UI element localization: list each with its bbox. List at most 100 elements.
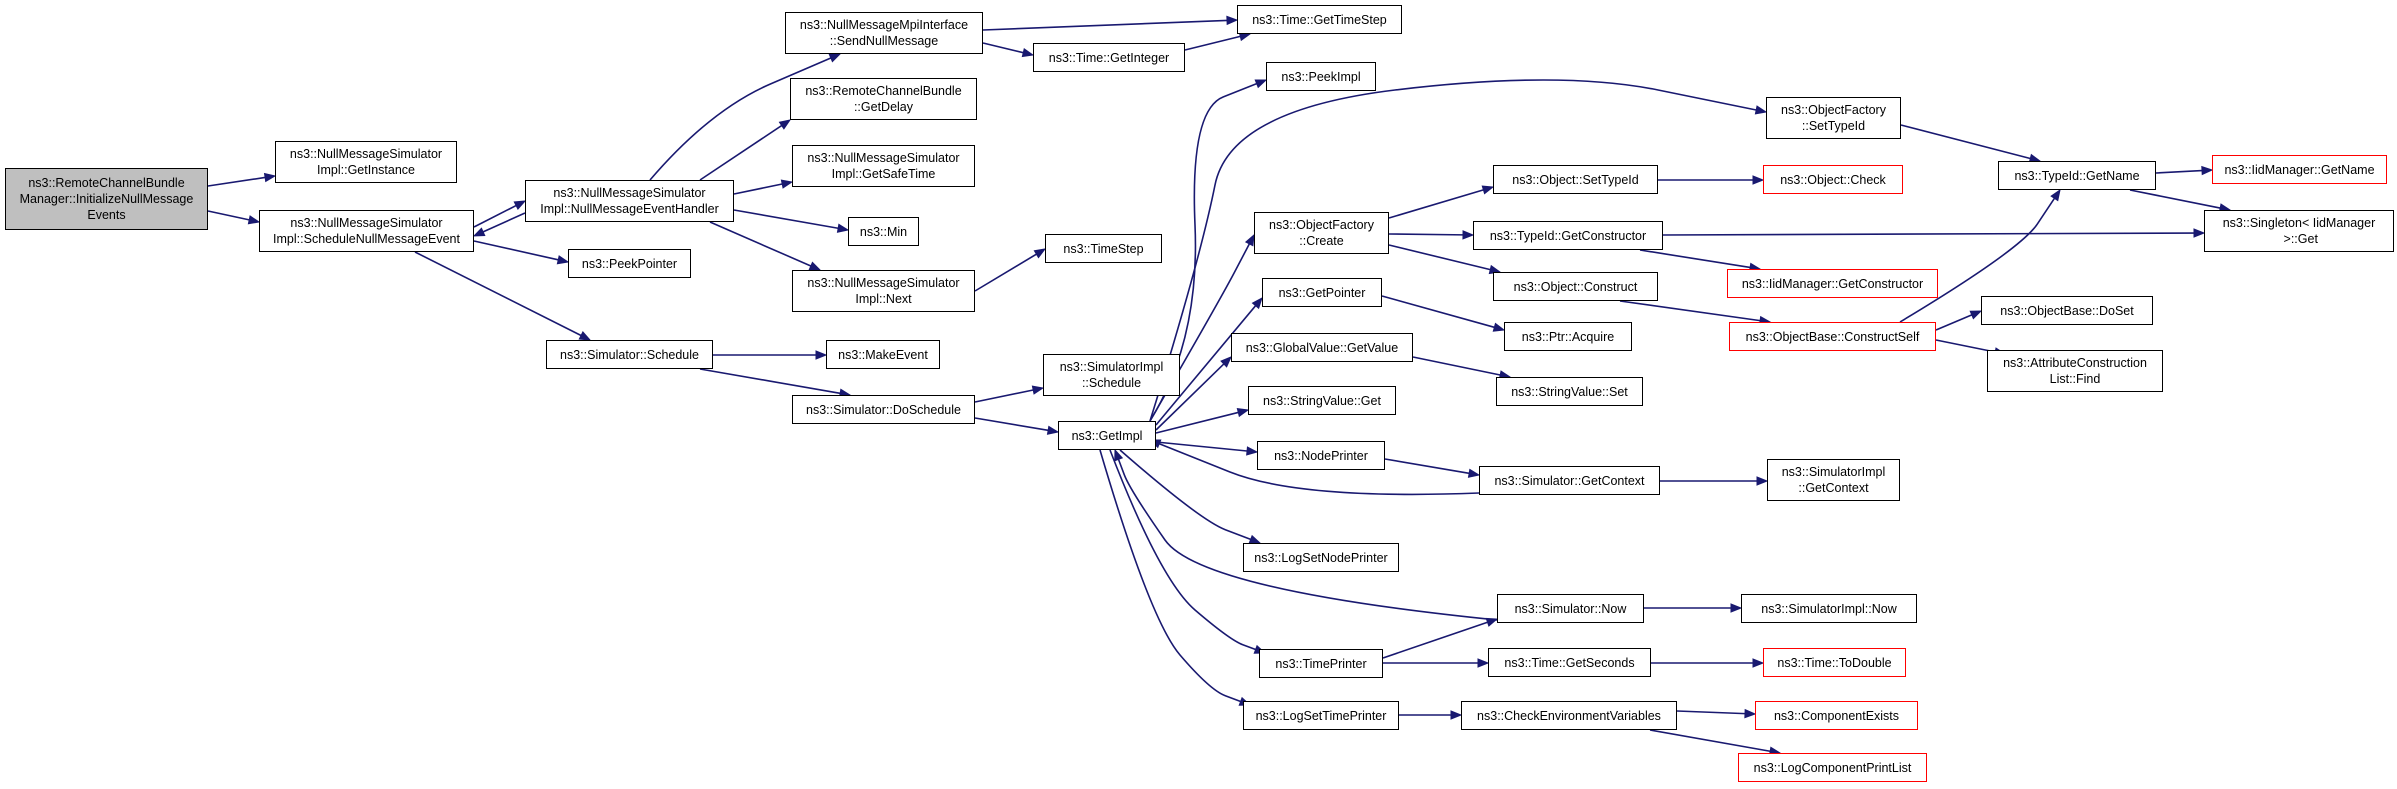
node-attributeconstructionlist-find[interactable]: ns3::AttributeConstruction List::Find	[1987, 350, 2163, 392]
node-peekpointer[interactable]: ns3::PeekPointer	[568, 249, 691, 278]
node-object-construct[interactable]: ns3::Object::Construct	[1493, 272, 1658, 301]
edge-n3-to-n9	[733, 209, 850, 233]
node-nullmessagesimulatorimpl-getinstance[interactable]: ns3::NullMessageSimulator Impl::GetInsta…	[275, 141, 457, 183]
edge-n17-to-n22	[1155, 407, 1250, 434]
arrowhead	[1114, 448, 1124, 462]
node-getpointer[interactable]: ns3::GetPointer	[1262, 278, 1382, 307]
node-simulator-getcontext[interactable]: ns3::Simulator::GetContext	[1479, 466, 1660, 495]
node-stringvalue-set[interactable]: ns3::StringValue::Set	[1496, 377, 1643, 406]
edge-line	[1158, 442, 1480, 496]
node-stringvalue-get[interactable]: ns3::StringValue::Get	[1248, 386, 1396, 415]
edge-line	[1649, 729, 1771, 753]
node-nullmessagesimulatorimpl-next[interactable]: ns3::NullMessageSimulator Impl::Next	[792, 270, 975, 312]
node-typeid-getname[interactable]: ns3::TypeId::GetName	[1998, 161, 2156, 190]
edge-line	[1149, 79, 1757, 422]
node-iidmanager-getconstructor[interactable]: ns3::IidManager::GetConstructor	[1727, 269, 1938, 298]
edge-n12-to-n16	[974, 385, 1045, 403]
node-simulatorimpl-getcontext[interactable]: ns3::SimulatorImpl ::GetContext	[1767, 459, 1900, 501]
edge-line	[1899, 197, 2056, 323]
arrowhead	[2193, 228, 2206, 238]
edge-n17-to-n23	[1155, 441, 1259, 456]
edge-line	[974, 253, 1037, 292]
node-logcomponentprintlist[interactable]: ns3::LogComponentPrintList	[1738, 753, 1927, 782]
node-object-check[interactable]: ns3::Object::Check	[1763, 165, 1903, 194]
node-globalvalue-getvalue[interactable]: ns3::GlobalValue::GetValue	[1231, 333, 1413, 362]
edge-n3-to-n10	[709, 221, 822, 271]
node-simulator-doschedule[interactable]: ns3::Simulator::DoSchedule	[792, 395, 975, 424]
node-componentexists[interactable]: ns3::ComponentExists	[1755, 701, 1918, 730]
edge-line	[414, 251, 582, 337]
arrowhead	[1754, 105, 1768, 115]
node-makeevent[interactable]: ns3::MakeEvent	[826, 340, 940, 369]
edge-n3-to-n6	[649, 53, 842, 181]
edge-line	[1662, 232, 2195, 236]
node-getimpl[interactable]: ns3::GetImpl	[1058, 421, 1156, 450]
node-simulator-now[interactable]: ns3::Simulator::Now	[1497, 594, 1644, 623]
node-objectfactory-create[interactable]: ns3::ObjectFactory ::Create	[1254, 212, 1389, 254]
node-objectfactory-settypeid[interactable]: ns3::ObjectFactory ::SetTypeId	[1766, 97, 1901, 139]
node-simulatorimpl-schedule[interactable]: ns3::SimulatorImpl ::Schedule	[1043, 354, 1180, 396]
arrowhead	[778, 119, 792, 130]
arrowhead	[1021, 47, 1035, 58]
edge-line	[699, 368, 841, 395]
node-simulatorimpl-now[interactable]: ns3::SimulatorImpl::Now	[1741, 594, 1917, 623]
edge-n3-to-n8	[733, 179, 794, 195]
node-object-settypeid[interactable]: ns3::Object::SetTypeId	[1493, 165, 1658, 194]
node-min[interactable]: ns3::Min	[848, 217, 919, 246]
arrowhead	[1220, 356, 1232, 368]
node-checkenvironmentvariables[interactable]: ns3::CheckEnvironmentVariables	[1461, 701, 1677, 730]
edge-n2-to-n4	[473, 240, 570, 265]
edge-line	[1935, 314, 1973, 331]
node-timestep[interactable]: ns3::TimeStep	[1045, 234, 1162, 263]
edge-n14-to-n13	[1184, 31, 1252, 51]
node-remotechannelbundle-getdelay[interactable]: ns3::RemoteChannelBundle ::GetDelay	[790, 78, 977, 120]
node-time-getinteger[interactable]: ns3::Time::GetInteger	[1033, 43, 1185, 72]
arrowhead	[247, 215, 261, 225]
edge-n45-to-n48	[2155, 165, 2214, 176]
edge-n17-to-n21	[1155, 356, 1232, 431]
edge-n25-to-n35	[1383, 658, 1490, 668]
node-nodeprinter[interactable]: ns3::NodePrinter	[1257, 441, 1385, 470]
node-simulator-schedule[interactable]: ns3::Simulator::Schedule	[546, 340, 713, 369]
edge-line	[1935, 339, 1996, 353]
edge-n17-to-n24	[1119, 449, 1262, 544]
node-peekimpl[interactable]: ns3::PeekImpl	[1266, 62, 1376, 91]
edge-line	[1155, 441, 1248, 452]
arrowhead	[1969, 310, 1983, 320]
node-typeid-getconstructor[interactable]: ns3::TypeId::GetConstructor	[1473, 221, 1663, 250]
arrowhead	[1251, 296, 1263, 310]
edge-n33-to-n40	[1660, 476, 1769, 486]
node-objectbase-constructself[interactable]: ns3::ObjectBase::ConstructSelf	[1729, 322, 1936, 351]
arrowhead	[836, 223, 850, 233]
node-nullmessagesimulatorimpl-nullmessageeventhandler[interactable]: ns3::NullMessageSimulator Impl::NullMess…	[525, 180, 734, 222]
node-time-getseconds[interactable]: ns3::Time::GetSeconds	[1488, 648, 1651, 677]
edge-line	[1381, 295, 1495, 329]
arrowhead	[1244, 233, 1255, 247]
arrowhead	[1485, 617, 1499, 627]
node-time-gettimestep[interactable]: ns3::Time::GetTimeStep	[1237, 5, 1402, 34]
edge-n20-to-n31	[1381, 295, 1506, 332]
edge-line	[1117, 459, 1498, 621]
node-logsettimeprinter[interactable]: ns3::LogSetTimePrinter	[1243, 701, 1399, 730]
edge-line	[1388, 244, 1491, 271]
edge-n34-to-n17	[1114, 448, 1498, 621]
node-logsetnodeprinter[interactable]: ns3::LogSetNodePrinter	[1243, 543, 1399, 572]
edge-line	[207, 210, 250, 221]
node-objectbase-doset[interactable]: ns3::ObjectBase::DoSet	[1981, 296, 2153, 325]
arrowhead	[1033, 248, 1047, 259]
edge-line	[1412, 356, 1501, 376]
node-time-todouble[interactable]: ns3::Time::ToDouble	[1763, 648, 1906, 677]
edge-n27-to-n45	[1900, 124, 2042, 163]
arrowhead	[808, 261, 822, 271]
node-nullmessagesimulatorimpl-getsafetime[interactable]: ns3::NullMessageSimulator Impl::GetSafeT…	[792, 145, 975, 187]
node-nullmessagesimulatorimpl-schedulenullmessageevent[interactable]: ns3::NullMessageSimulator Impl::Schedule…	[259, 210, 474, 252]
node-timeprinter[interactable]: ns3::TimePrinter	[1259, 649, 1383, 678]
node-singleton-iidmanager-get[interactable]: ns3::Singleton< IidManager >::Get	[2204, 210, 2394, 252]
edge-line	[974, 417, 1049, 432]
node-nullmessagempiinterface-sendnullmessage[interactable]: ns3::NullMessageMpiInterface ::SendNullM…	[785, 12, 983, 54]
edge-line	[982, 42, 1024, 54]
node-ptr-acquire[interactable]: ns3::Ptr::Acquire	[1504, 322, 1632, 351]
edge-line	[1109, 449, 1256, 651]
node-iidmanager-getname[interactable]: ns3::IidManager::GetName	[2212, 155, 2387, 184]
edge-line	[2155, 169, 2203, 174]
